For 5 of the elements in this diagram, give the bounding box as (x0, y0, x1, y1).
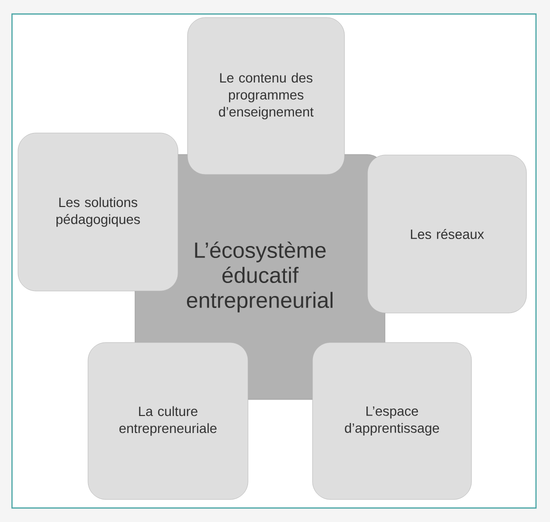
topic-box: Les réseaux (367, 154, 527, 314)
topic-box: Les solutions pédagogiques (18, 132, 178, 292)
topic-box: Le contenu des programmes d’enseignement (187, 17, 345, 175)
topic-box: La culture entrepreneuriale (88, 342, 248, 500)
topic-box: L’espace d’apprentissage (312, 342, 472, 500)
